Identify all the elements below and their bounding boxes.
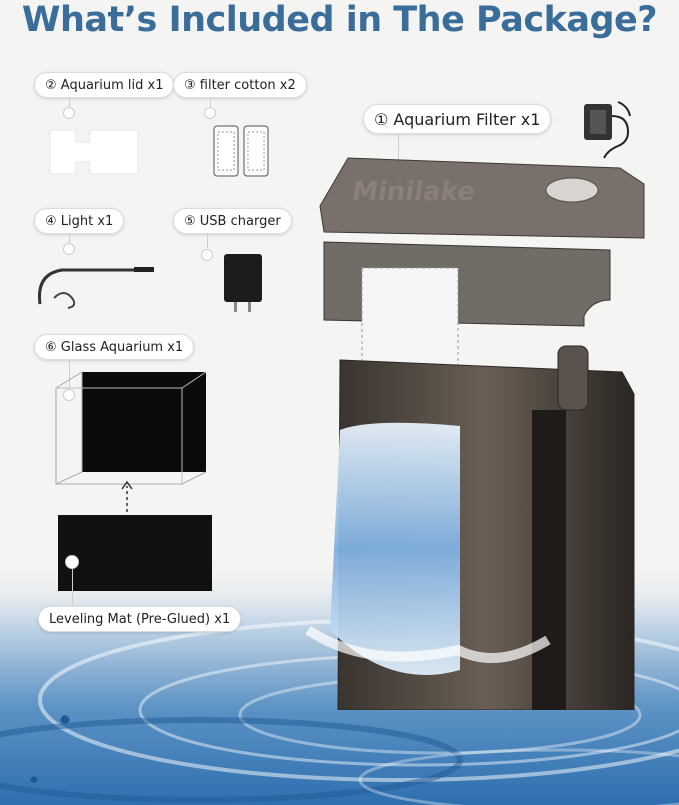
usb-charger-icon <box>224 254 262 312</box>
connector-dot <box>65 555 79 569</box>
label-glass-aquarium: ⑥ Glass Aquarium x1 <box>34 334 195 360</box>
connector <box>398 134 399 174</box>
label-light: ④ Light x1 <box>34 208 125 234</box>
glass-aquarium-icon <box>55 371 207 485</box>
connector-dot <box>63 389 75 401</box>
label-aquarium-lid: ② Aquarium lid x1 <box>34 72 175 98</box>
filter-unit-icon: Minilake <box>305 157 645 710</box>
connector-dot <box>63 107 75 119</box>
connector <box>207 234 208 248</box>
connector <box>69 234 70 246</box>
label-filter-cotton: ③ filter cotton x2 <box>173 72 307 98</box>
leveling-mat-icon <box>58 515 212 591</box>
connector-dot <box>63 243 75 255</box>
filter-cotton-icon <box>213 125 269 177</box>
aquarium-lid-icon <box>49 129 139 175</box>
connector <box>69 360 70 388</box>
label-usb-charger: ⑤ USB charger <box>173 208 292 234</box>
connector <box>69 98 70 110</box>
label-leveling-mat: Leveling Mat (Pre-Glued) x1 <box>38 606 242 632</box>
arrow-up-icon <box>121 480 133 512</box>
connector <box>72 569 73 607</box>
connector <box>210 98 211 110</box>
connector-dot <box>201 249 213 261</box>
page-title: What’s Included in The Package? <box>21 0 658 40</box>
svg-text:Minilake: Minilake <box>350 177 477 207</box>
power-adapter-icon <box>584 101 631 159</box>
label-aquarium-filter: ① Aquarium Filter x1 <box>363 104 552 134</box>
connector-dot <box>204 107 216 119</box>
light-icon <box>37 267 154 309</box>
